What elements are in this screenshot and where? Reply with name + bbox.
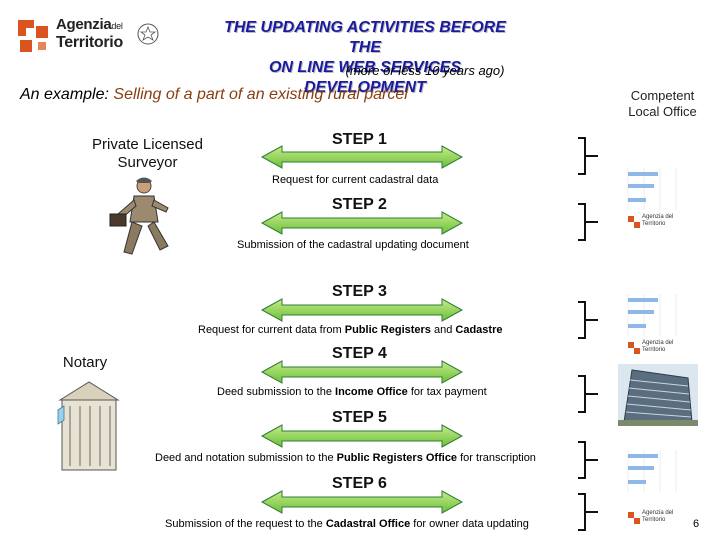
logo-del: del <box>111 21 123 31</box>
competent-office-label: Competent Local Office <box>610 88 715 120</box>
title-line1: THE UPDATING ACTIVITIES BEFORE THE <box>224 19 506 56</box>
step-5-caption-b1: Public Registers Office <box>336 452 458 464</box>
step-4-caption-b1: Income Office <box>335 386 408 398</box>
example-highlight: Selling of a part of an existing rural p… <box>113 86 408 103</box>
logo-line2: Territorio <box>56 34 123 51</box>
step-3-caption-b1: Public Registers <box>344 324 431 336</box>
surveyor-line1: Private Licensed <box>92 136 203 153</box>
bracket-6 <box>578 493 598 531</box>
agenzia-mini-logo-icon <box>628 512 640 524</box>
step-3-label: STEP 3 <box>332 283 387 300</box>
step-4-caption-post: for tax payment <box>407 386 487 398</box>
arrow-step-6 <box>260 490 464 514</box>
page-title: THE UPDATING ACTIVITIES BEFORE THE ON LI… <box>215 18 515 98</box>
step-6-label: STEP 6 <box>332 475 387 492</box>
arrow-step-1 <box>260 145 464 169</box>
agenzia-mini-logo-icon <box>628 342 640 354</box>
step-3-caption-b2: Cadastre <box>455 324 503 336</box>
bracket-1 <box>578 137 598 175</box>
step-2-label: STEP 2 <box>332 196 387 213</box>
example-prefix: An example: <box>20 86 114 103</box>
bracket-4 <box>578 375 598 413</box>
office-logo-1-line1: Agenzia del <box>642 214 674 220</box>
office-chart-thumbnail-1-icon <box>614 166 692 212</box>
agenzia-mini-logo-icon <box>628 216 640 228</box>
step-5-label: STEP 5 <box>332 409 387 426</box>
step-6-caption: Submission of the request to the Cadastr… <box>165 518 529 530</box>
step-6-caption-pre: Submission of the request to the <box>165 518 326 530</box>
page-subtitle: (more or less 10 years ago) <box>345 63 505 78</box>
step-1-label: STEP 1 <box>332 131 387 148</box>
office-logo-1-line2: Territorio <box>642 221 666 227</box>
step-2-caption: Submission of the cadastral updating doc… <box>237 239 469 251</box>
competent-line2: Local Office <box>628 104 697 119</box>
step-3-caption-pre: Request for current data from <box>198 324 345 336</box>
notary-building-icon <box>57 381 120 471</box>
step-4-caption-pre: Deed submission to the <box>217 386 336 398</box>
step-4-label: STEP 4 <box>332 345 387 362</box>
step-4-caption: Deed submission to the Income Office for… <box>217 386 487 398</box>
step-1-caption: Request for current cadastral data <box>272 174 439 186</box>
office-logo-3-line1: Agenzia del <box>642 510 674 516</box>
surveyor-figure-icon <box>109 177 169 255</box>
bracket-2 <box>578 203 598 241</box>
title-line2: ON LINE WEB SERVICES DEVELOPMENT <box>268 59 462 96</box>
bracket-3 <box>578 301 598 339</box>
step-5-caption-pre: Deed and notation submission to the <box>155 452 337 464</box>
agenzia-logo-mark-icon <box>18 20 48 52</box>
income-office-building-icon <box>618 364 698 426</box>
step-6-caption-b1: Cadastral Office <box>325 518 411 530</box>
surveyor-label: Private Licensed Surveyor <box>75 136 220 172</box>
arrow-step-4 <box>260 360 464 384</box>
page-number: 6 <box>693 518 700 530</box>
state-seal-icon <box>137 23 159 45</box>
step-3-caption: Request for current data from Public Reg… <box>198 324 502 336</box>
office-chart-thumbnail-2-icon <box>614 292 692 338</box>
arrow-step-5 <box>260 424 464 448</box>
agenzia-logo: Agenziadel Territorio <box>14 14 164 58</box>
surveyor-line2: Surveyor <box>117 154 178 171</box>
arrow-step-3 <box>260 298 464 322</box>
arrow-step-2 <box>260 211 464 235</box>
office-chart-thumbnail-3-icon <box>614 448 692 494</box>
competent-line1: Competent <box>630 88 695 103</box>
office-logo-2-line1: Agenzia del <box>642 340 674 346</box>
bracket-5 <box>578 441 598 479</box>
step-5-caption: Deed and notation submission to the Publ… <box>155 452 536 464</box>
office-logo-2-line2: Territorio <box>642 347 666 353</box>
notary-label: Notary <box>62 354 108 371</box>
step-5-caption-post: for transcription <box>457 452 536 464</box>
brackets <box>578 137 598 531</box>
step-6-caption-post: for owner data updating <box>410 518 529 530</box>
office-logo-3-line2: Territorio <box>642 517 666 523</box>
step-3-caption-mid: and <box>430 324 456 336</box>
example-heading: An example: Selling of a part of an exis… <box>20 86 408 104</box>
logo-line1: Agenzia <box>56 16 112 33</box>
